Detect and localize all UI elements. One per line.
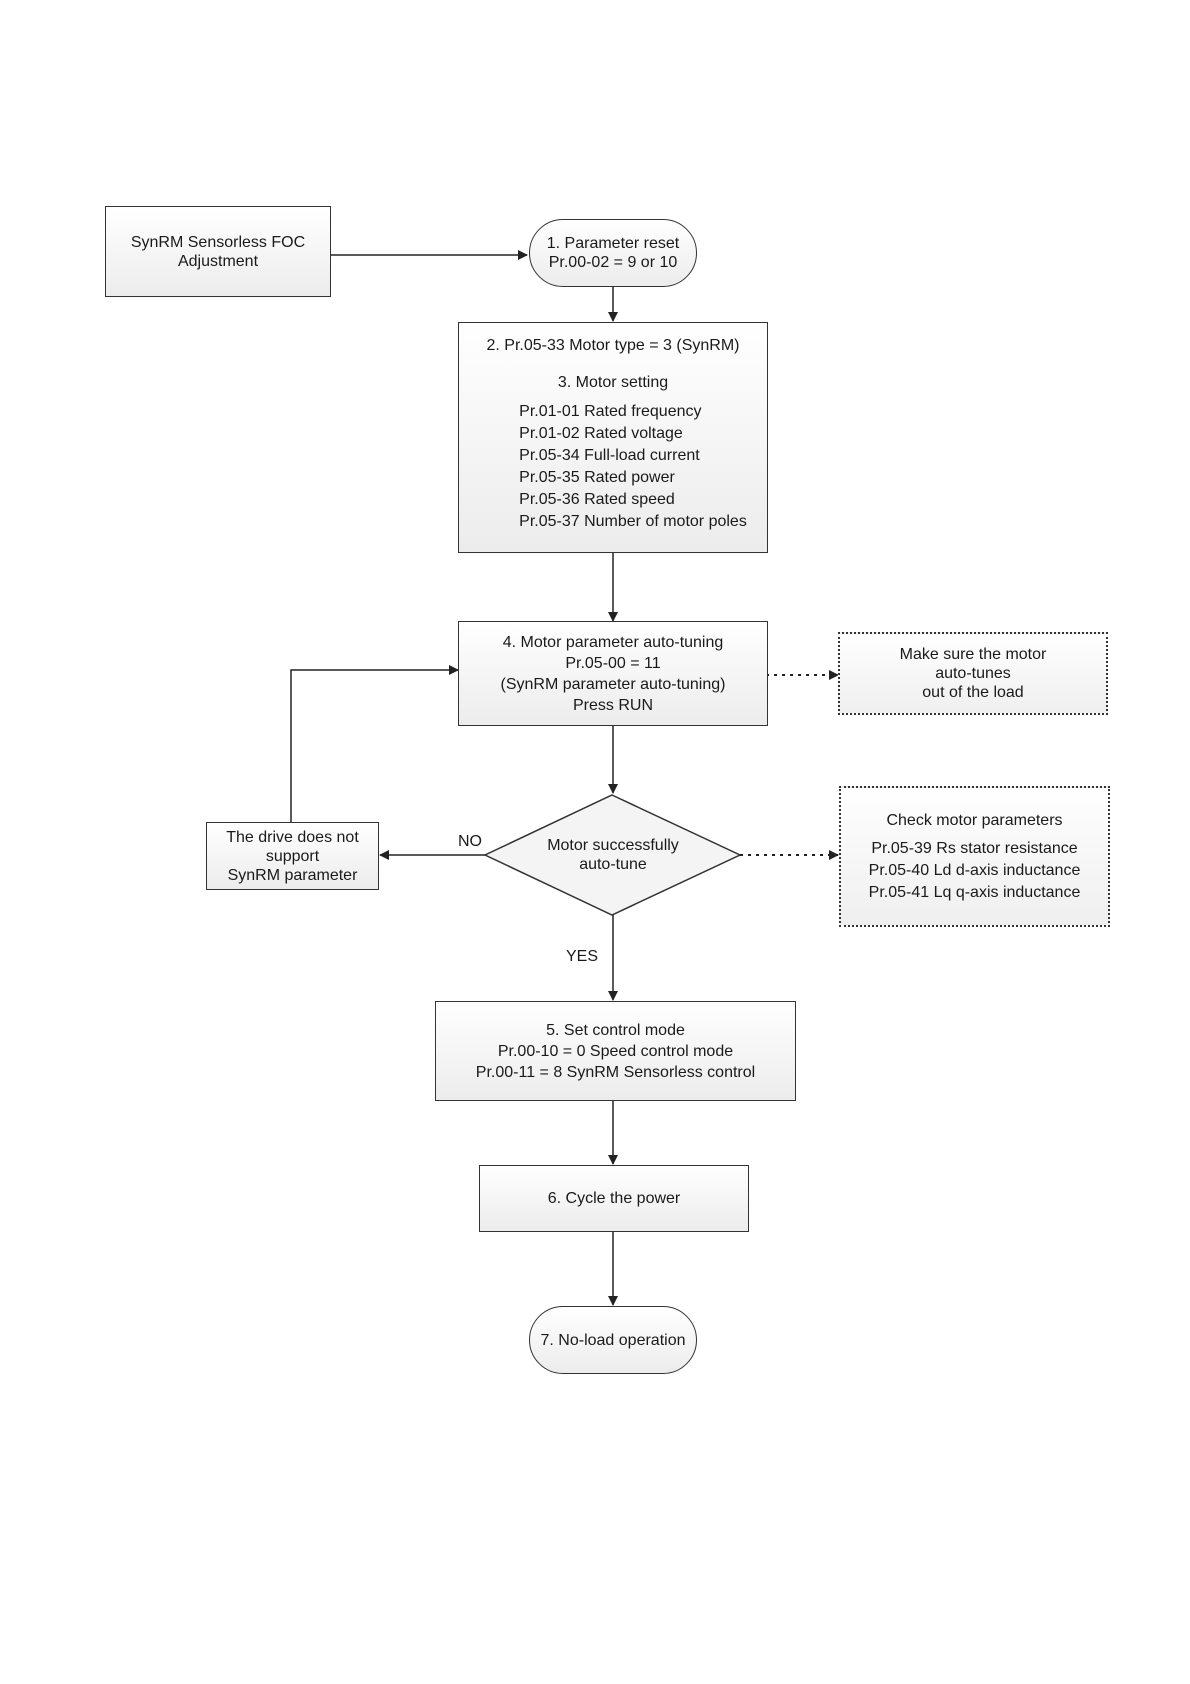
- step1-parameter-reset: 1. Parameter reset Pr.00-02 = 9 or 10: [529, 219, 697, 287]
- step4-line-4: Press RUN: [572, 696, 653, 714]
- decision-diamond: [483, 794, 742, 916]
- note-make-sure-no-load: Make sure the motor auto-tunes out of th…: [838, 632, 1108, 715]
- step2-3-motor-setting: 2. Pr.05-33 Motor type = 3 (SynRM) 3. Mo…: [458, 322, 768, 553]
- motor-setting-item: Pr.05-37 Number of motor poles: [519, 513, 747, 530]
- edge-label-no: NO: [458, 833, 482, 850]
- decision-line-2: auto-tune: [579, 856, 647, 873]
- step7-line-1: 7. No-load operation: [540, 1331, 686, 1349]
- motor-setting-list: Pr.01-01 Rated frequency Pr.01-02 Rated …: [519, 401, 747, 533]
- fail-line-3: SynRM parameter: [227, 866, 358, 884]
- motor-setting-item: Pr.05-34 Full-load current: [519, 447, 700, 464]
- fail-not-supported: The drive does not support SynRM paramet…: [206, 822, 379, 890]
- step5-line-3: Pr.00-11 = 8 SynRM Sensorless control: [475, 1063, 756, 1081]
- fail-line-2: support: [265, 847, 320, 865]
- step4-line-2: Pr.05-00 = 11: [565, 654, 661, 672]
- step3-subtitle: 3. Motor setting: [557, 374, 669, 391]
- decision-label: Motor successfully auto-tune: [520, 836, 706, 874]
- motor-setting-item: Pr.01-02 Rated voltage: [519, 425, 683, 442]
- fail-line-1: The drive does not: [226, 828, 359, 846]
- step5-line-1: 5. Set control mode: [546, 1021, 685, 1039]
- step4-line-3: (SynRM parameter auto-tuning): [500, 675, 726, 693]
- step6-line-1: 6. Cycle the power: [547, 1190, 681, 1207]
- step2-title: 2. Pr.05-33 Motor type = 3 (SynRM): [486, 337, 740, 354]
- note2-title: Check motor parameters: [886, 811, 1063, 829]
- note1-line-2: auto-tunes: [935, 665, 1011, 682]
- note2-item: Pr.05-40 Ld d-axis inductance: [868, 861, 1081, 879]
- note1-line-1: Make sure the motor: [899, 646, 1047, 663]
- note2-item: Pr.05-41 Lq q-axis inductance: [868, 883, 1081, 901]
- step7-no-load-operation: 7. No-load operation: [529, 1306, 697, 1374]
- step6-cycle-power: 6. Cycle the power: [479, 1165, 749, 1232]
- note1-line-3: out of the load: [922, 684, 1024, 701]
- start-box: SynRM Sensorless FOC Adjustment: [105, 206, 331, 297]
- note2-item: Pr.05-39 Rs stator resistance: [871, 839, 1078, 857]
- motor-setting-item: Pr.05-36 Rated speed: [519, 491, 675, 508]
- step4-line-1: 4. Motor parameter auto-tuning: [502, 633, 724, 651]
- start-line-1: SynRM Sensorless FOC: [130, 233, 306, 251]
- motor-setting-item: Pr.05-35 Rated power: [519, 469, 675, 486]
- arrow-fail-loop-to-step4: [290, 665, 459, 822]
- note-check-motor-parameters: Check motor parameters Pr.05-39 Rs stato…: [839, 786, 1110, 927]
- start-line-2: Adjustment: [177, 252, 259, 270]
- step4-auto-tuning: 4. Motor parameter auto-tuning Pr.05-00 …: [458, 621, 768, 726]
- decision-line-1: Motor successfully: [547, 837, 679, 854]
- step1-line-2: Pr.00-02 = 9 or 10: [548, 254, 678, 271]
- motor-setting-item: Pr.01-01 Rated frequency: [519, 403, 702, 420]
- step1-line-1: 1. Parameter reset: [546, 235, 680, 252]
- step5-control-mode: 5. Set control mode Pr.00-10 = 0 Speed c…: [435, 1001, 796, 1101]
- step5-line-2: Pr.00-10 = 0 Speed control mode: [497, 1042, 734, 1060]
- edge-label-yes: YES: [566, 948, 599, 965]
